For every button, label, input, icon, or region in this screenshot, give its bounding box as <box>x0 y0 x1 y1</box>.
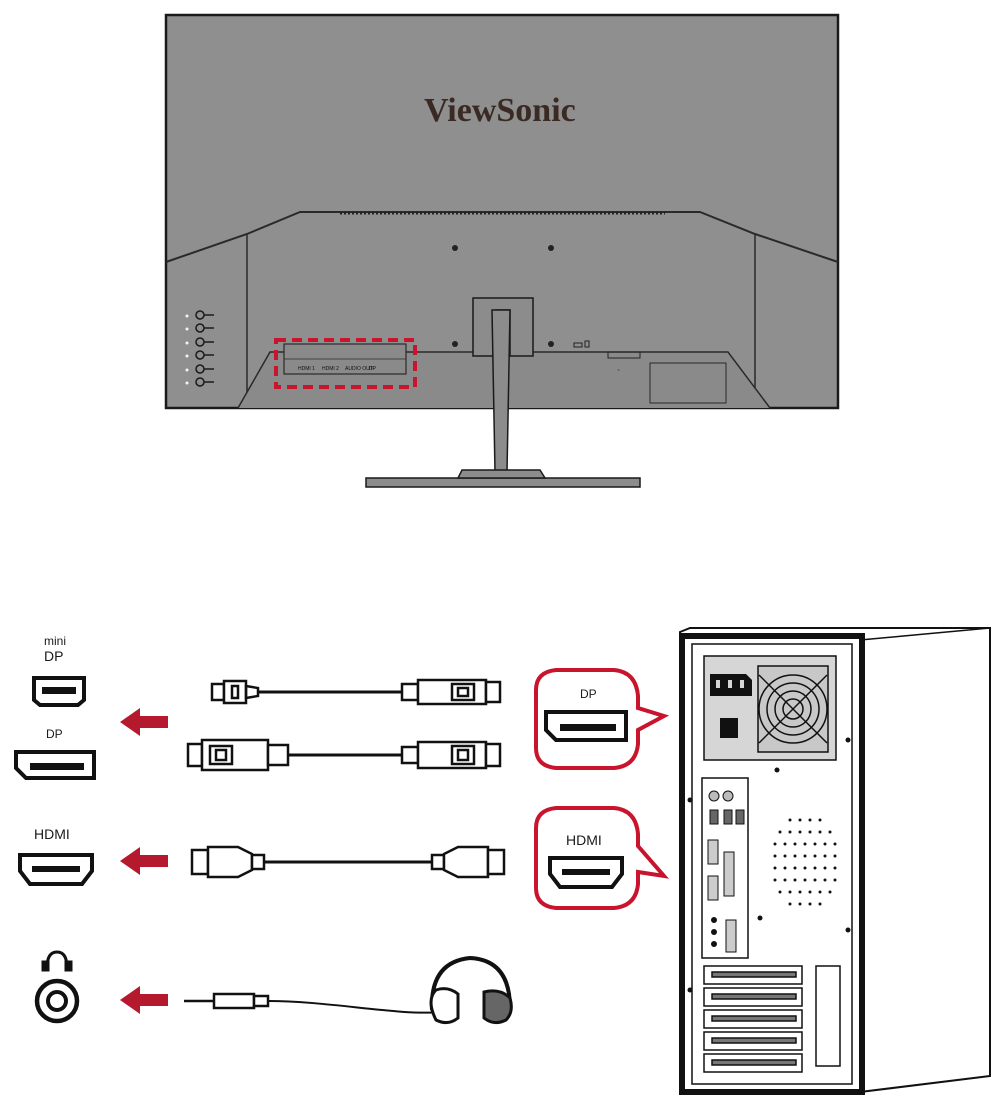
arrow-left-icon <box>120 708 168 1014</box>
port-label-audio: AUDIO OUT <box>345 366 373 372</box>
port-label-hdmi2: HDMI 2 <box>322 366 339 372</box>
port-label-dp: DP <box>369 366 377 372</box>
minidp-label-line2: DP <box>44 648 63 664</box>
monitor-control-buttons <box>195 310 214 387</box>
dp-port-label: DP <box>46 727 63 741</box>
dp-callout-port-icon <box>544 710 628 742</box>
svg-text:~: ~ <box>617 368 620 374</box>
dp-to-dp-cable <box>186 738 502 772</box>
headphone-cable <box>184 955 513 1025</box>
monitor-rear-view: ~ HDMI 1 HDMI 2 AUDIO OUT DP ViewSonic <box>164 13 840 488</box>
port-highlight-box <box>274 338 417 389</box>
hdmi-callout-port-icon <box>548 856 624 889</box>
hdmi-callout: HDMI <box>534 806 670 910</box>
hdmi-port-label: HDMI <box>34 826 70 842</box>
hdmi-cable <box>190 845 506 879</box>
brand-logo: ViewSonic <box>424 92 576 129</box>
hdmi-callout-label: HDMI <box>566 832 602 848</box>
fan-icon <box>757 665 829 753</box>
dp-port-icon <box>14 750 96 780</box>
port-label-hdmi1: HDMI 1 <box>298 366 315 372</box>
hdmi-port-icon <box>18 853 94 886</box>
audio-jack-icon <box>34 978 80 1024</box>
minidp-port-icon <box>32 676 86 707</box>
pc-tower <box>679 627 991 1095</box>
dp-callout-label: DP <box>580 687 597 701</box>
minidp-label-line1: mini <box>44 634 66 648</box>
dp-callout: DP <box>534 668 670 770</box>
power-socket-icon <box>710 674 752 696</box>
port-icons-column: mini DP DP HDMI <box>14 634 96 1024</box>
headphone-icon <box>41 950 73 972</box>
minidp-to-dp-cable <box>210 678 502 706</box>
